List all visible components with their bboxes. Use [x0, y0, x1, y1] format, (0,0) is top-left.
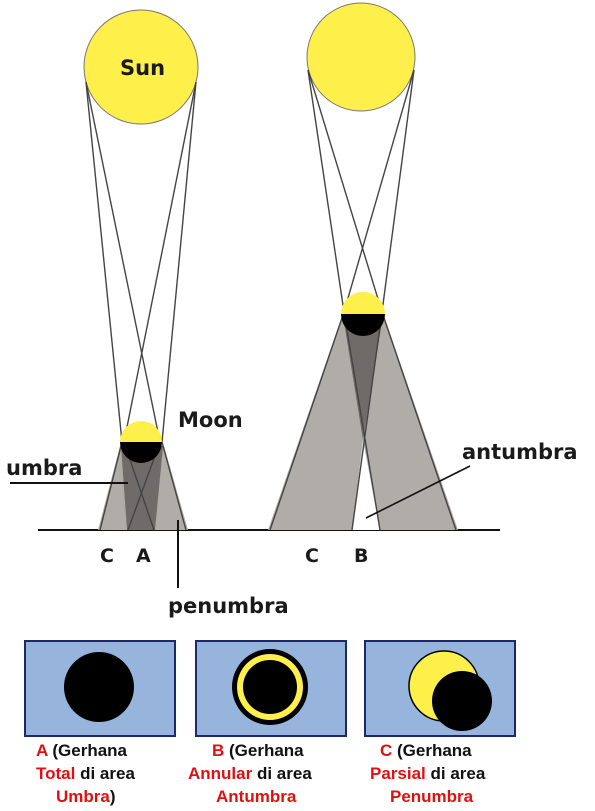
caption-total: A (Gerhana Total di area Umbra)	[36, 739, 135, 808]
annular-eclipse-disc	[232, 649, 308, 725]
moon-left	[120, 421, 162, 463]
caption-annular-letter: B	[212, 741, 224, 760]
caption-partial-letter: C	[380, 741, 392, 760]
panel-total	[25, 641, 175, 736]
left-point-a-label: A	[136, 547, 151, 566]
caption-total-line3: )	[110, 787, 116, 806]
caption-total-letter: A	[36, 741, 48, 760]
right-point-c-label: C	[305, 547, 319, 566]
caption-annular-line2: di area	[252, 764, 312, 783]
antumbra-label: antumbra	[462, 442, 578, 463]
moon-right	[341, 292, 385, 336]
panel-annular	[196, 641, 346, 736]
panel-partial	[365, 641, 515, 736]
sun-label: Sun	[120, 58, 165, 79]
sun-right	[307, 3, 415, 111]
caption-annular-line1: (Gerhana	[224, 741, 303, 760]
total-eclipse-disc	[64, 652, 134, 722]
left-point-c-label: C	[100, 547, 114, 566]
caption-partial: C (Gerhana Parsial di area Penumbra	[370, 739, 485, 808]
caption-partial-line2: di area	[426, 764, 486, 783]
right-point-b-label: B	[354, 547, 368, 566]
caption-partial-type: Parsial	[370, 764, 426, 783]
caption-partial-line1: (Gerhana	[392, 741, 471, 760]
caption-partial-area: Penumbra	[390, 787, 473, 806]
caption-total-type: Total	[36, 764, 75, 783]
penumbra-label: penumbra	[168, 596, 289, 617]
umbra-label: umbra	[6, 458, 82, 479]
caption-total-line2: di area	[75, 764, 135, 783]
caption-annular-area: Antumbra	[216, 787, 296, 806]
moon-label: Moon	[178, 410, 243, 431]
caption-total-area: Umbra	[56, 787, 110, 806]
caption-annular: B (Gerhana Annular di area Antumbra	[188, 739, 312, 808]
caption-annular-type: Annular	[188, 764, 252, 783]
caption-total-line1: (Gerhana	[48, 741, 127, 760]
